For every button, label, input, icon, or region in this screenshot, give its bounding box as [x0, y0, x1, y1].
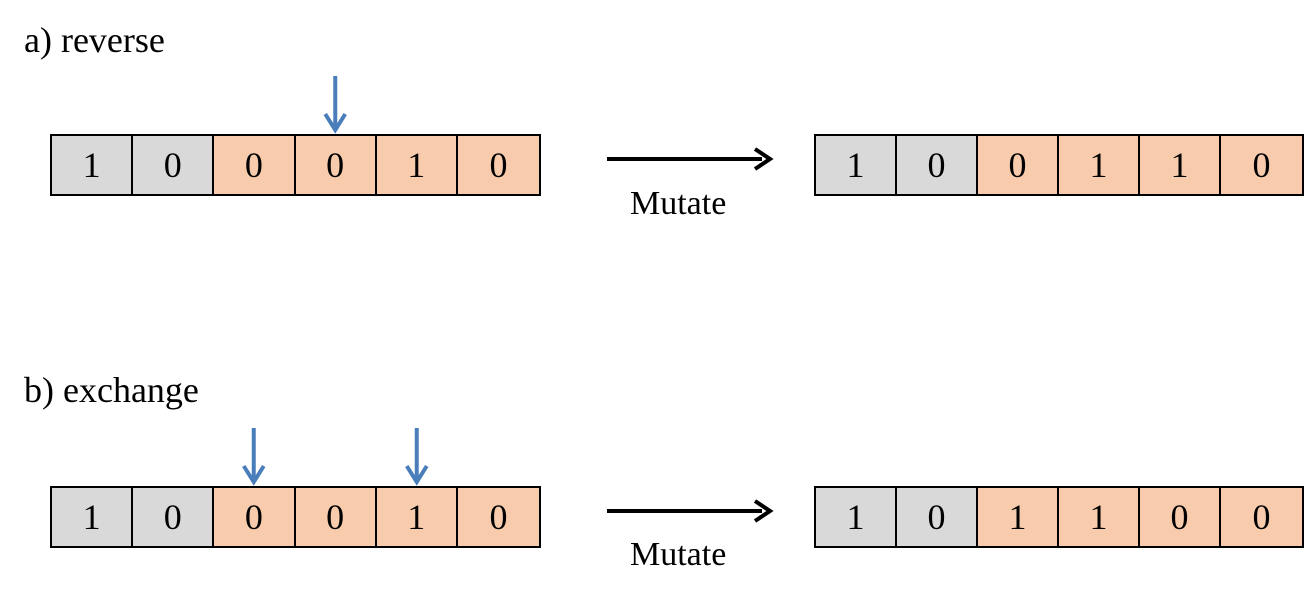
- section-b-before-cell: 1: [376, 488, 458, 546]
- section-a-after-cell: 0: [897, 136, 978, 194]
- section-b-after-cell: 1: [1059, 488, 1140, 546]
- section-b-before-cell: 0: [457, 488, 540, 546]
- section-b-mutate-arrow: [607, 499, 774, 523]
- section-a-after-cell: 0: [978, 136, 1059, 194]
- section-a-after-cell: 1: [816, 136, 897, 194]
- section-a-after-strip: 1 0 0 1 1 0: [814, 134, 1304, 196]
- section-a-before-cell: 0: [457, 136, 540, 194]
- section-b-mutate-label: Mutate: [630, 536, 727, 573]
- position-marker-arrow: [323, 76, 347, 134]
- section-b-before-cell: 0: [214, 488, 296, 546]
- section-b-before-cell: 0: [295, 488, 377, 546]
- section-a-before-cell: 0: [295, 136, 377, 194]
- section-a-mutate-label: Mutate: [630, 185, 727, 222]
- section-b-before-cell: 1: [52, 488, 134, 546]
- section-b-after-cell: 0: [1140, 488, 1221, 546]
- section-a-after-cell: 1: [1140, 136, 1221, 194]
- section-a-mutate-arrow: [607, 147, 774, 171]
- section-b-after-strip: 1 0 1 1 0 0: [814, 486, 1304, 548]
- section-b-after-cell: 1: [978, 488, 1059, 546]
- section-b-after-cell: 0: [1221, 488, 1302, 546]
- section-b-after-cell: 1: [816, 488, 897, 546]
- section-a-before-cell: 1: [376, 136, 458, 194]
- section-a-before-cell: 0: [133, 136, 215, 194]
- section-b-after-cell: 0: [897, 488, 978, 546]
- section-b-before-strip: 1 0 0 0 1 0: [50, 486, 541, 548]
- section-a-after-cell: 1: [1059, 136, 1140, 194]
- section-b-title: b) exchange: [24, 370, 199, 410]
- section-a-before-cell: 0: [214, 136, 296, 194]
- section-b-before-cell: 0: [133, 488, 215, 546]
- section-a-title: a) reverse: [24, 20, 165, 60]
- section-a-before-strip: 1 0 0 0 1 0: [50, 134, 541, 196]
- section-a-before-cell: 1: [52, 136, 134, 194]
- section-a-after-cell: 0: [1221, 136, 1302, 194]
- position-marker-arrow: [242, 428, 266, 486]
- position-marker-arrow: [405, 428, 429, 486]
